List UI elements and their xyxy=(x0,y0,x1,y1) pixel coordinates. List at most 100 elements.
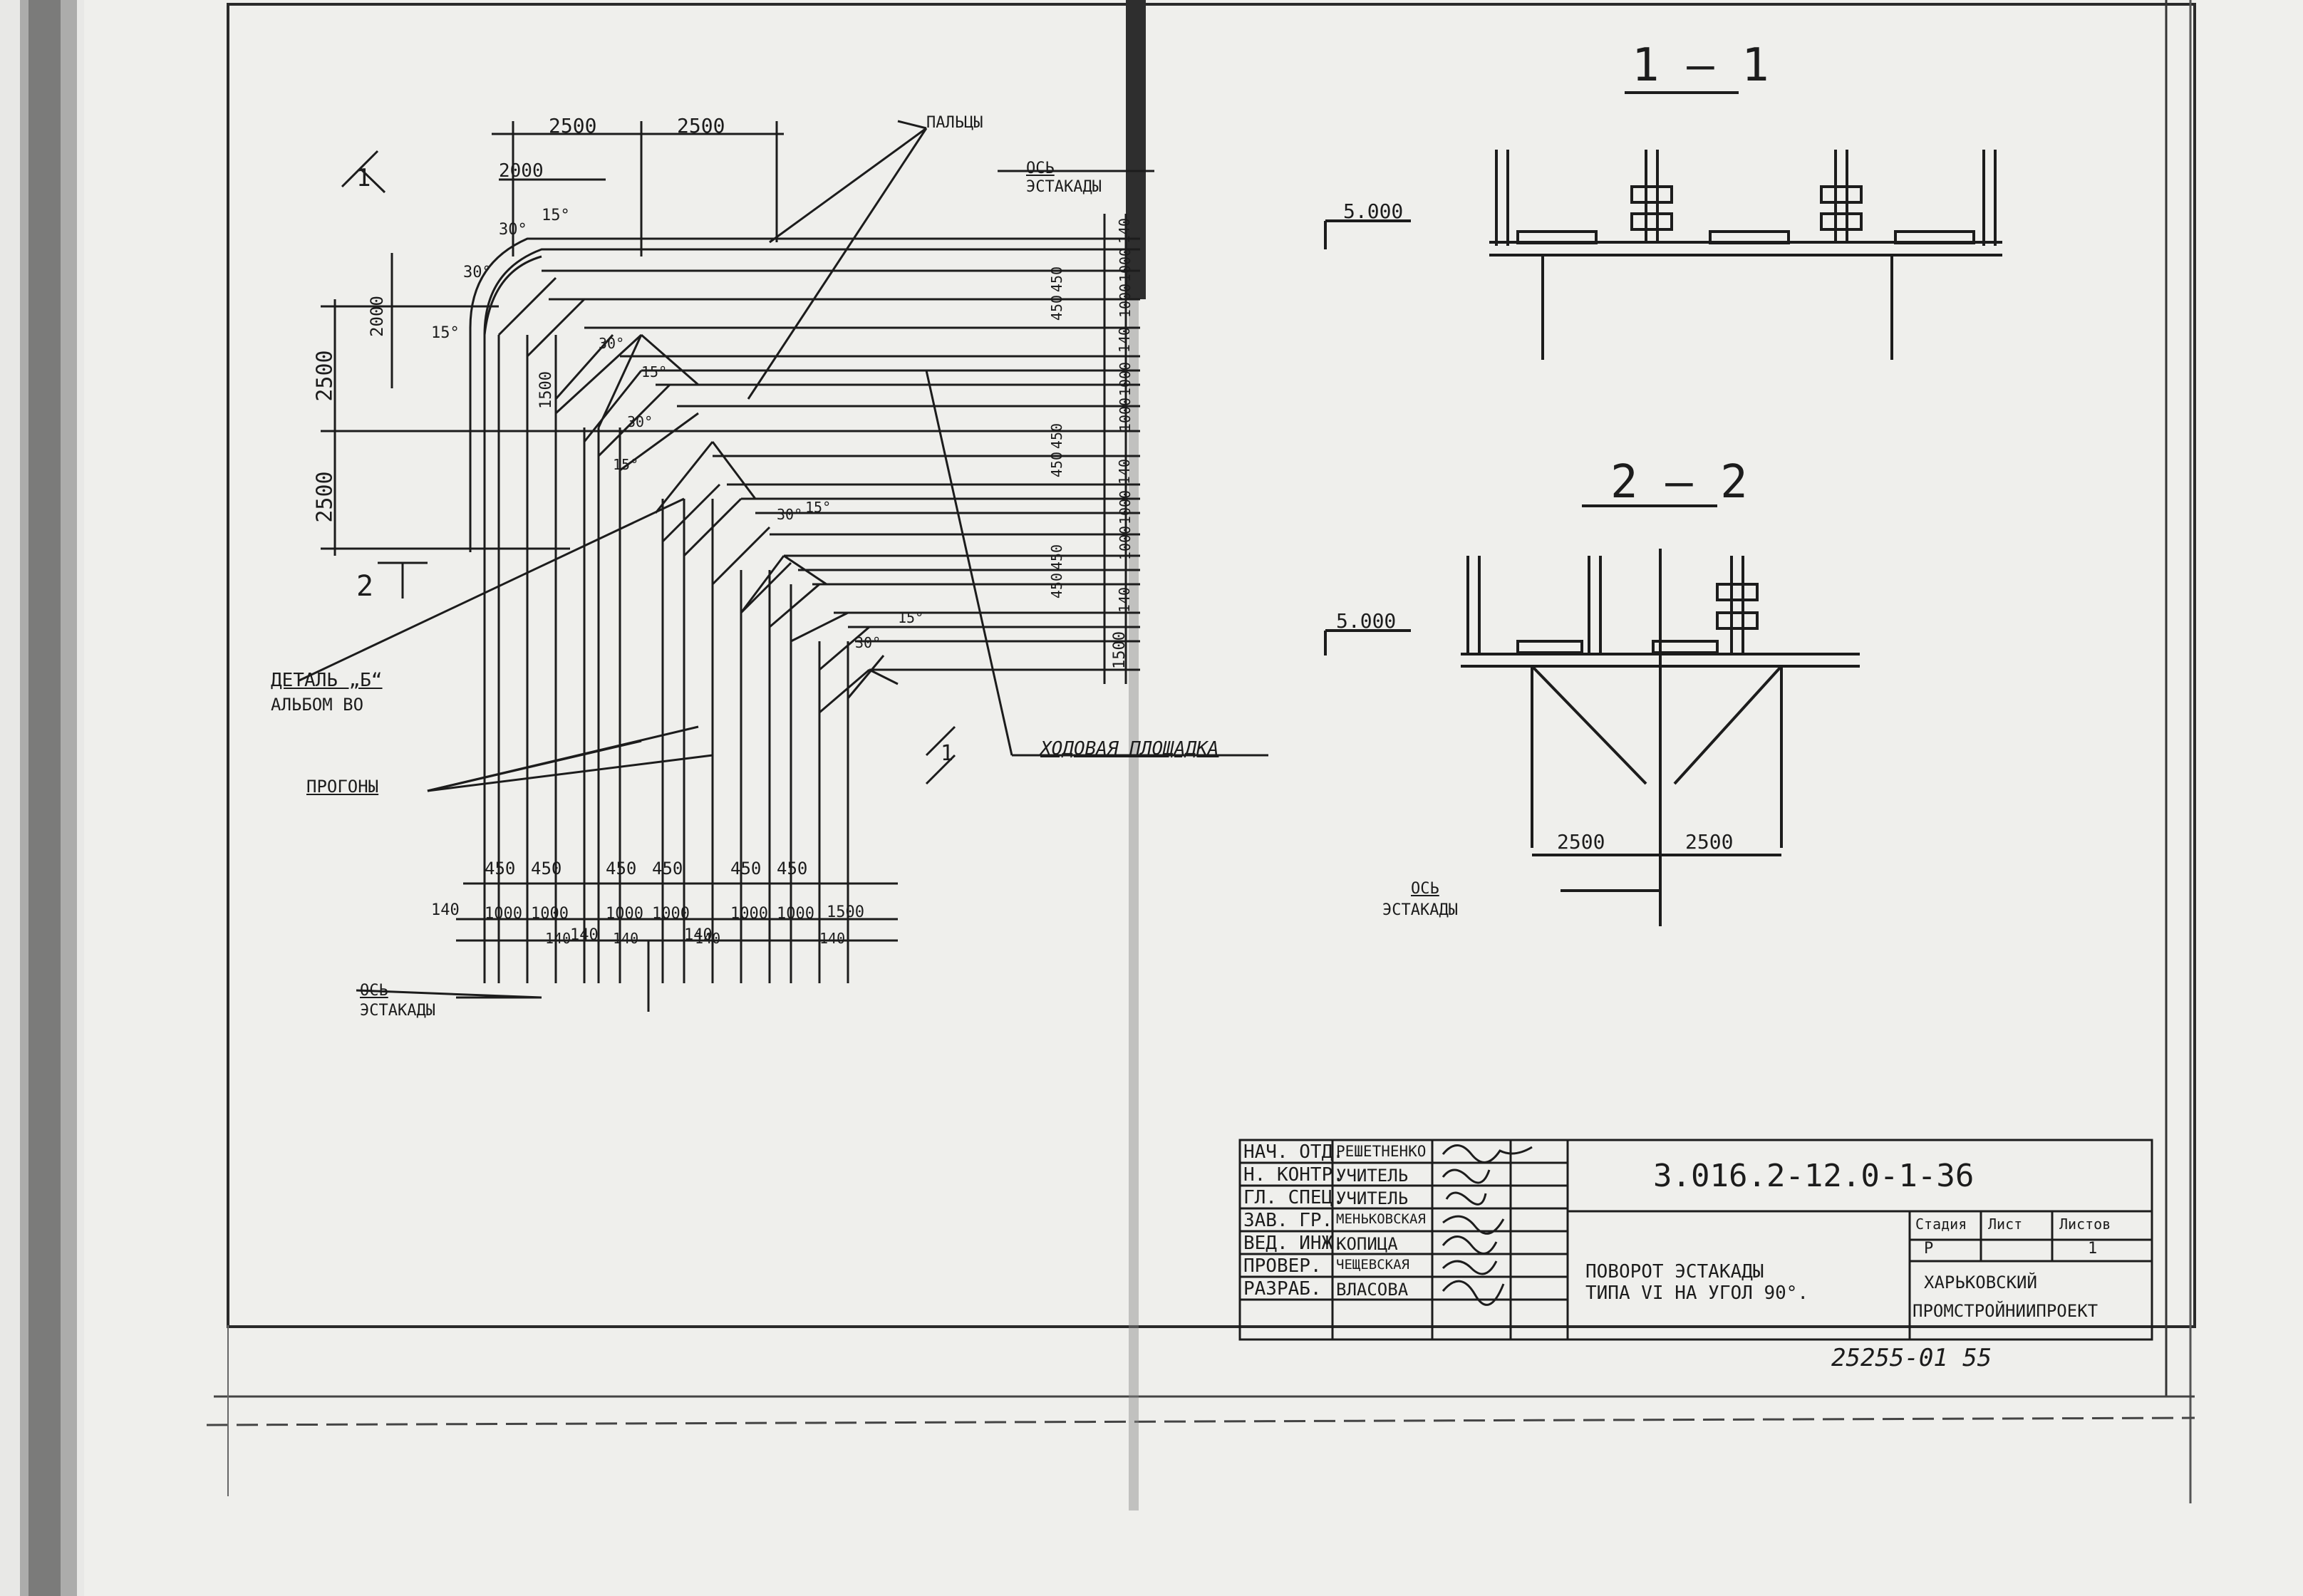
section-2-axis-1: ОСЬ xyxy=(1411,880,1439,898)
plan-left-dim-3: 2000 xyxy=(366,296,387,337)
angle-label-5: 30° xyxy=(599,335,625,352)
tb-role-3: ГЛ. СПЕЦ. xyxy=(1243,1187,1344,1208)
plan-bottom-r2-8: 1000 xyxy=(730,905,768,923)
plan-bottom-450-2: 450 xyxy=(531,859,562,879)
tb-name-6: ЧЕЩЕВСКАЯ xyxy=(1336,1257,1409,1273)
tb-sheets-value: 1 xyxy=(2088,1240,2098,1258)
tb-role-5: ВЕД. ИНЖ. xyxy=(1243,1233,1344,1254)
section-2-2-drawing xyxy=(1324,504,1860,926)
angle-label-11: 30° xyxy=(855,634,881,651)
tb-drawing-code: 3.016.2-12.0-1-36 xyxy=(1653,1158,1975,1194)
tb-stage-header: Стадия xyxy=(1915,1216,1967,1233)
plan-bottom-450-4: 450 xyxy=(652,859,683,879)
tb-name-1: РЕШЕТНЕНКО xyxy=(1336,1143,1427,1160)
angle-label-12: 15° xyxy=(898,609,924,626)
leader-progony: ПРОГОНЫ xyxy=(306,777,379,797)
tb-description-2: ТИПА VI НА УГОЛ 90°. xyxy=(1585,1282,1809,1304)
tb-role-2: Н. КОНТР. xyxy=(1243,1164,1344,1186)
leader-detail-1: ДЕТАЛЬ „Б“ xyxy=(271,670,383,691)
plan-right-dim-7: 1000 xyxy=(1117,361,1134,397)
plan-left-dim-4: 1500 xyxy=(537,371,555,409)
plan-top-dim-3: 2000 xyxy=(499,160,544,182)
plan-right-dim-17: 1500 xyxy=(1110,631,1129,669)
plan-bottom-r2-4: 140 xyxy=(570,926,599,944)
plan-right-dim-15: 450 xyxy=(1048,572,1066,599)
plan-bottom-r2-1: 140 xyxy=(431,901,460,919)
section-2-elevation: 5.000 xyxy=(1336,609,1397,633)
angle-label-10: 15° xyxy=(805,499,832,516)
plan-right-dim-16: 140 xyxy=(1116,586,1134,613)
plan-left-dim-2: 2500 xyxy=(312,471,338,523)
tb-name-5: КОПИЦА xyxy=(1336,1234,1398,1254)
plan-bottom-r2-7: 140 xyxy=(684,926,713,944)
leader-os-bottom-2: ЭСТАКАДЫ xyxy=(360,1002,435,1020)
inventory-number: 25255-01 55 xyxy=(1831,1344,1992,1372)
section-mark-2-left: 2 xyxy=(356,570,374,603)
plan-right-dim-2: 1000 xyxy=(1117,247,1134,283)
plan-right-dim-5: 450 xyxy=(1048,294,1066,321)
leader-detail-2: АЛЬБОМ ВО xyxy=(271,695,364,715)
tb-org-2: ПРОМСТРОЙНИИПРОЕКТ xyxy=(1913,1301,2098,1321)
section-mark-1-bottom: 1 xyxy=(941,741,954,766)
tb-description-1: ПОВОРОТ ЭСТАКАДЫ xyxy=(1585,1261,1764,1282)
signature-scribbles xyxy=(1442,1144,1533,1306)
plan-right-dim-6: 140 xyxy=(1116,326,1134,353)
section-2-dim-2: 2500 xyxy=(1685,830,1734,854)
plan-view xyxy=(299,120,1268,1012)
plan-right-dim-9: 450 xyxy=(1048,423,1066,450)
plan-right-dim-1: 140 xyxy=(1116,217,1134,244)
section-2-dim-1: 2500 xyxy=(1557,830,1605,854)
plan-bottom-r2-2: 1000 xyxy=(485,905,522,923)
angle-label-3: 30° xyxy=(463,264,492,281)
leader-palcy: ПАЛЬЦЫ xyxy=(926,114,983,132)
binding-shadow-dark xyxy=(29,0,61,1596)
leader-os-top-1: ОСЬ xyxy=(1026,160,1055,177)
plan-right-dim-4: 450 xyxy=(1048,266,1066,293)
dashed-bottom-line xyxy=(206,1416,2195,1426)
plan-bottom-r3-2: 140 xyxy=(613,930,639,947)
section-2-axis-2: ЭСТАКАДЫ xyxy=(1382,901,1458,919)
plan-right-dim-11: 140 xyxy=(1116,458,1134,485)
leader-khodovaya: ХОДОВАЯ ПЛОЩАДКА xyxy=(1040,738,1219,760)
plan-right-dim-10: 450 xyxy=(1048,451,1066,478)
plan-bottom-r2-9: 1000 xyxy=(777,905,814,923)
plan-bottom-r3-3: 140 xyxy=(695,930,721,947)
plan-right-dim-3: 1000 xyxy=(1117,283,1134,318)
plan-right-dim-13: 1000 xyxy=(1117,525,1134,561)
leader-os-top-2: ЭСТАКАДЫ xyxy=(1026,178,1102,196)
angle-label-1: 30° xyxy=(499,221,527,239)
section-1-title: 1 — 1 xyxy=(1632,39,1769,92)
plan-right-dim-14: 450 xyxy=(1048,544,1066,571)
angle-label-9: 30° xyxy=(777,506,803,523)
plan-bottom-r3-1: 140 xyxy=(545,930,571,947)
plan-bottom-450-6: 450 xyxy=(777,859,808,879)
tb-sheets-header: Листов xyxy=(2059,1216,2111,1233)
plan-bottom-450-1: 450 xyxy=(485,859,516,879)
angle-label-8: 15° xyxy=(613,456,639,473)
plan-right-dim-8: 1000 xyxy=(1117,397,1134,432)
plan-bottom-450-5: 450 xyxy=(730,859,762,879)
section-2-title: 2 — 2 xyxy=(1610,456,1748,509)
tb-role-7: РАЗРАБ. xyxy=(1243,1278,1322,1300)
plan-left-dim-1: 2500 xyxy=(312,350,338,402)
title-block xyxy=(1238,1139,2153,1341)
tb-role-4: ЗАВ. ГР. xyxy=(1243,1210,1333,1231)
sheet-frame xyxy=(227,3,2196,1328)
angle-label-6: 15° xyxy=(641,363,668,380)
tb-role-6: ПРОВЕР. xyxy=(1243,1255,1322,1277)
plan-bottom-r2-3: 1000 xyxy=(531,905,569,923)
plan-right-dim-12: 1000 xyxy=(1117,489,1134,525)
leader-os-bottom-1: ОСЬ xyxy=(360,982,388,1000)
plan-top-dim-2: 2500 xyxy=(677,114,725,138)
center-fold-soft xyxy=(1129,299,1139,1510)
plan-bottom-r2-10: 1500 xyxy=(827,903,864,921)
tb-name-3: УЧИТЕЛЬ xyxy=(1336,1188,1409,1208)
tb-name-4: МЕНЬКОВСКАЯ xyxy=(1336,1211,1426,1227)
section-1-elevation: 5.000 xyxy=(1343,200,1404,223)
tb-name-2: УЧИТЕЛЬ xyxy=(1336,1166,1409,1186)
angle-label-4: 15° xyxy=(431,324,460,342)
section-1-1-drawing xyxy=(1324,91,2002,360)
tb-org-1: ХАРЬКОВСКИЙ xyxy=(1924,1273,2037,1292)
angle-label-2: 15° xyxy=(542,207,570,224)
section-mark-1-top: 1 xyxy=(356,164,371,192)
